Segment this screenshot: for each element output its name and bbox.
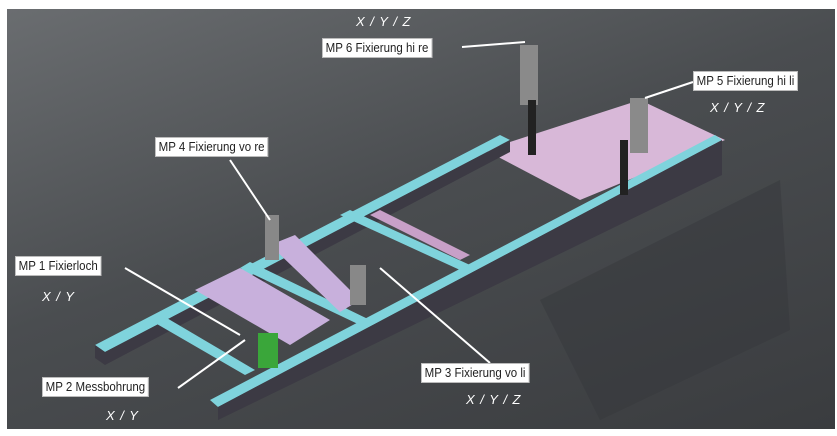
mp1-axes: X / Y xyxy=(42,289,75,304)
mp2-label: MP 2 Messbohrung xyxy=(42,377,149,397)
mp3-axes: X / Y / Z xyxy=(466,392,522,407)
mp6-label: MP 6 Fixierung hi re xyxy=(322,38,433,58)
right-rail-side xyxy=(218,140,722,420)
mp6-fixture xyxy=(520,45,538,105)
cross-member-3 xyxy=(150,314,255,375)
right-rail xyxy=(210,135,722,407)
mp5-post xyxy=(620,140,628,195)
green-clamp xyxy=(258,333,278,368)
mp3-label: MP 3 Fixierung vo li xyxy=(421,363,530,383)
mp5-fixture xyxy=(630,98,648,153)
leader-lines xyxy=(124,41,694,389)
cross-member-1 xyxy=(340,210,470,270)
mp3-fixture xyxy=(350,265,366,305)
mp4-fixture xyxy=(265,215,279,260)
mp6-axes: X / Y / Z xyxy=(356,14,412,29)
mp5-axes: X / Y / Z xyxy=(710,100,766,115)
mp6-post xyxy=(528,100,536,155)
mp5-label: MP 5 Fixierung hi li xyxy=(693,71,798,91)
mid-plate xyxy=(370,210,470,260)
shadow xyxy=(540,180,790,420)
rear-plate xyxy=(485,100,725,200)
front-right-plate xyxy=(270,235,360,312)
mp2-axes: X / Y xyxy=(106,408,139,423)
front-plate xyxy=(195,268,330,345)
mp4-label: MP 4 Fixierung vo re xyxy=(155,137,269,157)
left-rail-end xyxy=(95,345,105,365)
mp1-label: MP 1 Fixierloch xyxy=(15,256,102,276)
